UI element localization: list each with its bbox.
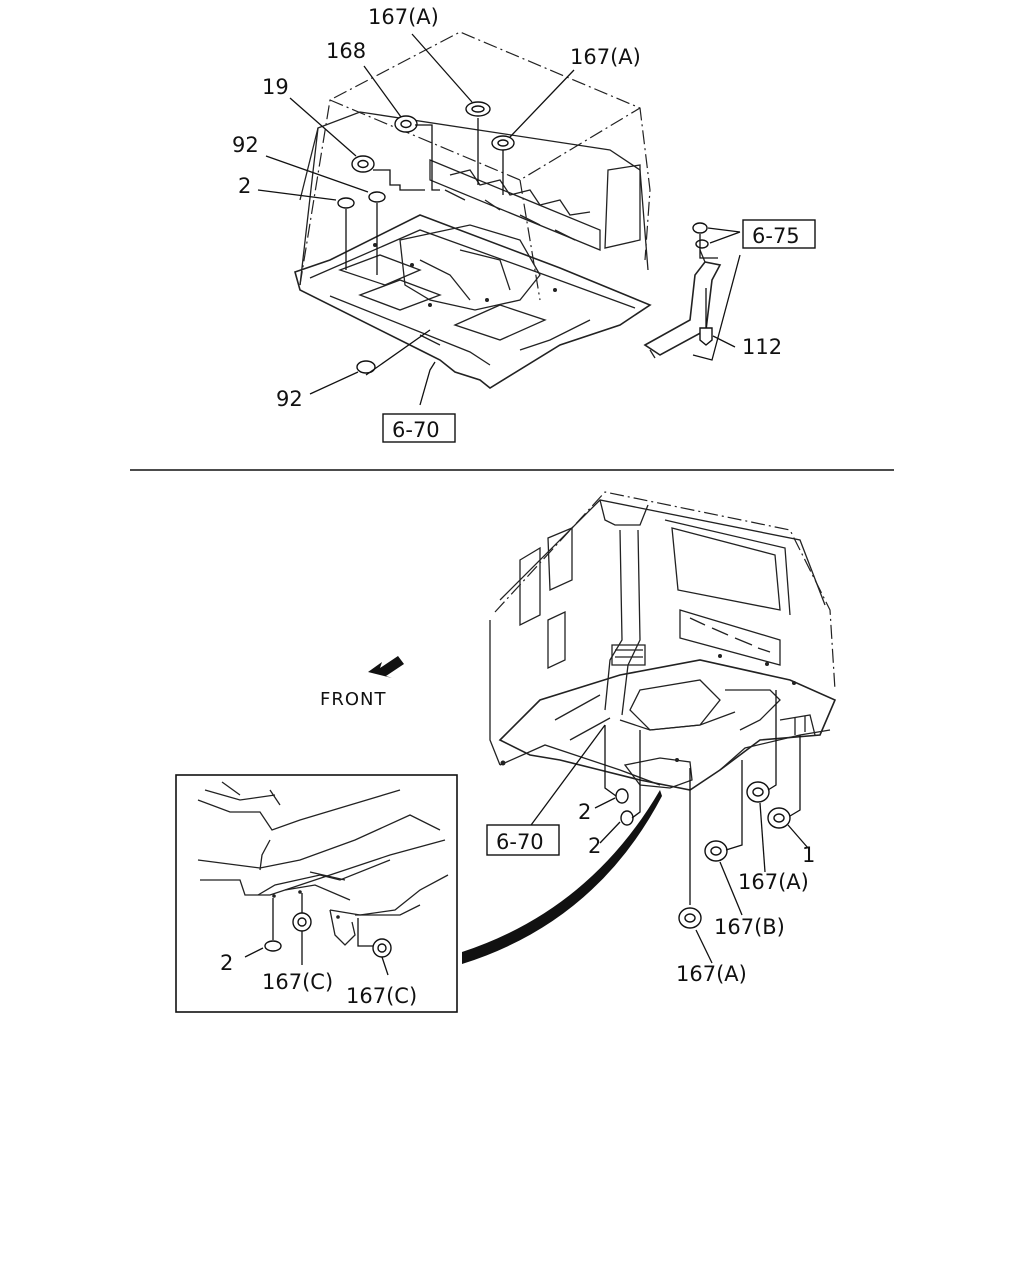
callout-112: 112 bbox=[742, 335, 782, 359]
bottom-cab-drawing bbox=[489, 491, 837, 791]
front-label: FRONT bbox=[320, 689, 387, 710]
bottom-parts bbox=[615, 781, 791, 929]
callout-92-lower: 92 bbox=[276, 387, 303, 411]
callout-2-a: 2 bbox=[578, 800, 591, 824]
callout-1: 1 bbox=[802, 843, 815, 867]
inset-connector bbox=[462, 790, 662, 964]
callout-167b: 167(B) bbox=[714, 915, 785, 939]
callout-167a-top: 167(A) bbox=[368, 5, 439, 29]
callout-19: 19 bbox=[262, 75, 289, 99]
bottom-labels: 2 2 1 167(A) 167(B) 167(A) 6-70 bbox=[486, 800, 815, 986]
bottom-leaders bbox=[519, 690, 809, 964]
inset-callout-2: 2 bbox=[220, 951, 233, 975]
bolt-112 bbox=[699, 327, 713, 346]
bracket-drawing bbox=[643, 222, 722, 359]
inset-callout-167c-left: 167(C) bbox=[262, 970, 333, 994]
ref-6-70: 6-70 bbox=[392, 418, 440, 442]
callout-92-upper: 92 bbox=[232, 133, 259, 157]
front-arrow-icon bbox=[368, 656, 404, 678]
callout-2-b: 2 bbox=[588, 834, 601, 858]
ref-6-70-lower: 6-70 bbox=[496, 830, 544, 854]
top-cab-drawing bbox=[294, 31, 652, 389]
plug-2 bbox=[337, 197, 355, 209]
ref-box-6-70-lower bbox=[486, 824, 560, 856]
top-leaders bbox=[257, 33, 741, 406]
plug-92 bbox=[356, 360, 376, 374]
inset-callout-167c-right: 167(C) bbox=[346, 984, 417, 1008]
callout-167a-mid: 167(A) bbox=[738, 870, 809, 894]
callout-168: 168 bbox=[326, 39, 366, 63]
plug-2 bbox=[264, 940, 282, 952]
clip-fastener bbox=[695, 239, 709, 249]
detail-inset: 2 167(C) 167(C) bbox=[175, 774, 458, 1013]
top-parts bbox=[337, 101, 515, 374]
ref-box-6-75 bbox=[742, 219, 816, 249]
top-labels: 167(A) 168 167(A) 19 92 2 92 112 6-75 6-… bbox=[232, 5, 816, 443]
callout-167a-right: 167(A) bbox=[570, 45, 641, 69]
clip-fastener bbox=[692, 222, 708, 234]
plug-2 bbox=[615, 788, 629, 804]
front-indicator: FRONT bbox=[320, 656, 404, 710]
ref-box-6-70 bbox=[382, 413, 456, 443]
plug-2 bbox=[620, 810, 634, 826]
callout-2-upper: 2 bbox=[238, 174, 251, 198]
plug-92 bbox=[368, 191, 386, 203]
ref-6-75: 6-75 bbox=[752, 224, 800, 248]
callout-167a-low: 167(A) bbox=[676, 962, 747, 986]
